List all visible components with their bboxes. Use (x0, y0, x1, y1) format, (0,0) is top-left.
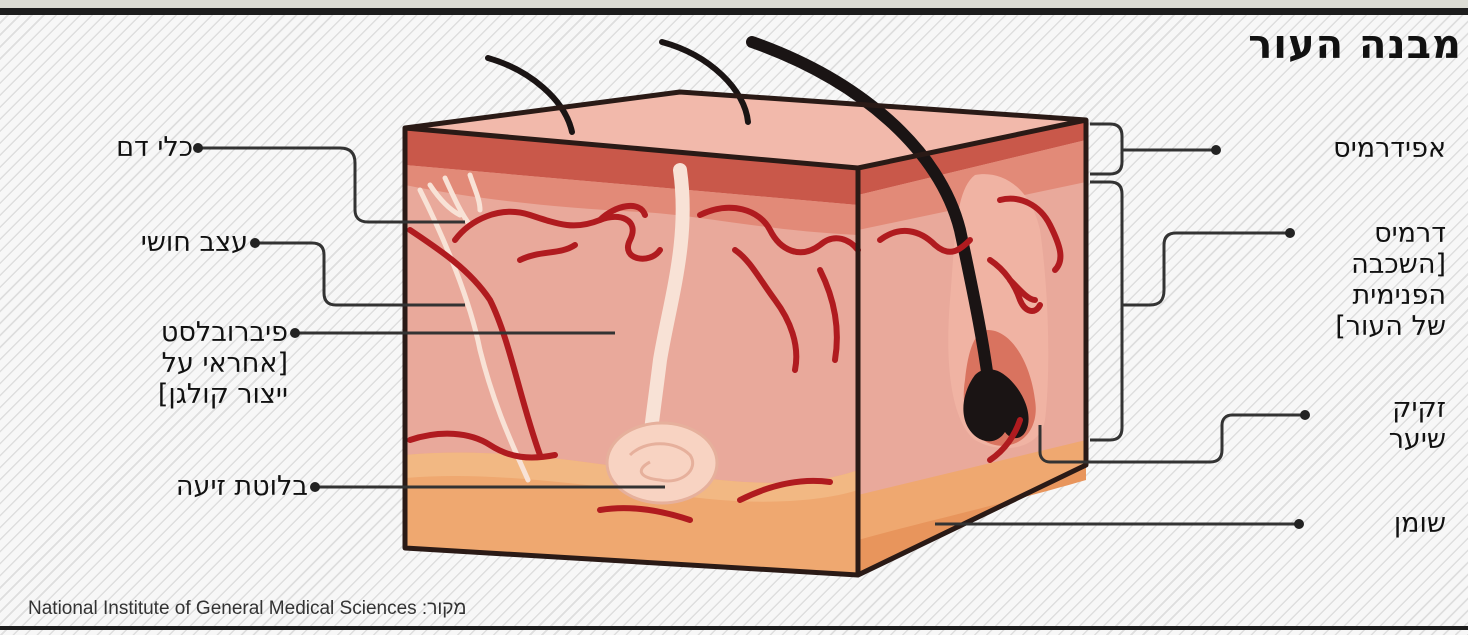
label-dermis-line2: [השכבה (1335, 249, 1446, 280)
source-credit: National Institute of General Medical Sc… (28, 598, 466, 620)
label-hair-follicle: זקיק שיער (1389, 393, 1446, 455)
label-fibroblast: פיברובלסט [אחראי על ייצור קולגן] (158, 317, 288, 410)
label-fibroblast-line2: [אחראי על (158, 348, 288, 379)
label-fibroblast-line1: פיברובלסט (158, 317, 288, 348)
label-fat-text: שומן (1394, 508, 1446, 539)
label-blood-vessels-text: כלי דם (116, 132, 193, 163)
label-epidermis: אפידרמיס (1333, 133, 1446, 164)
label-dermis-line3: הפנימית (1335, 280, 1446, 311)
label-epidermis-text: אפידרמיס (1333, 133, 1446, 164)
label-sensory-nerve: עצב חושי (141, 227, 248, 258)
label-dermis-line4: של העור] (1335, 311, 1446, 342)
label-fibroblast-line3: ייצור קולגן] (158, 379, 288, 410)
label-sweat-gland: בלוטת זיעה (176, 471, 308, 502)
label-dermis-line1: דרמיס (1335, 218, 1446, 249)
diagram-title: מבנה העור (1248, 22, 1462, 68)
layer-brackets (1090, 124, 1122, 440)
label-hair-follicle-line1: זקיק (1389, 393, 1446, 424)
label-hair-follicle-line2: שיער (1389, 424, 1446, 455)
label-dermis: דרמיס [השכבה הפנימית של העור] (1335, 218, 1446, 342)
label-sweat-gland-text: בלוטת זיעה (176, 471, 308, 502)
label-fat: שומן (1394, 508, 1446, 539)
label-sensory-nerve-text: עצב חושי (141, 227, 248, 258)
label-blood-vessels: כלי דם (116, 132, 193, 163)
bottom-rule (0, 626, 1468, 630)
